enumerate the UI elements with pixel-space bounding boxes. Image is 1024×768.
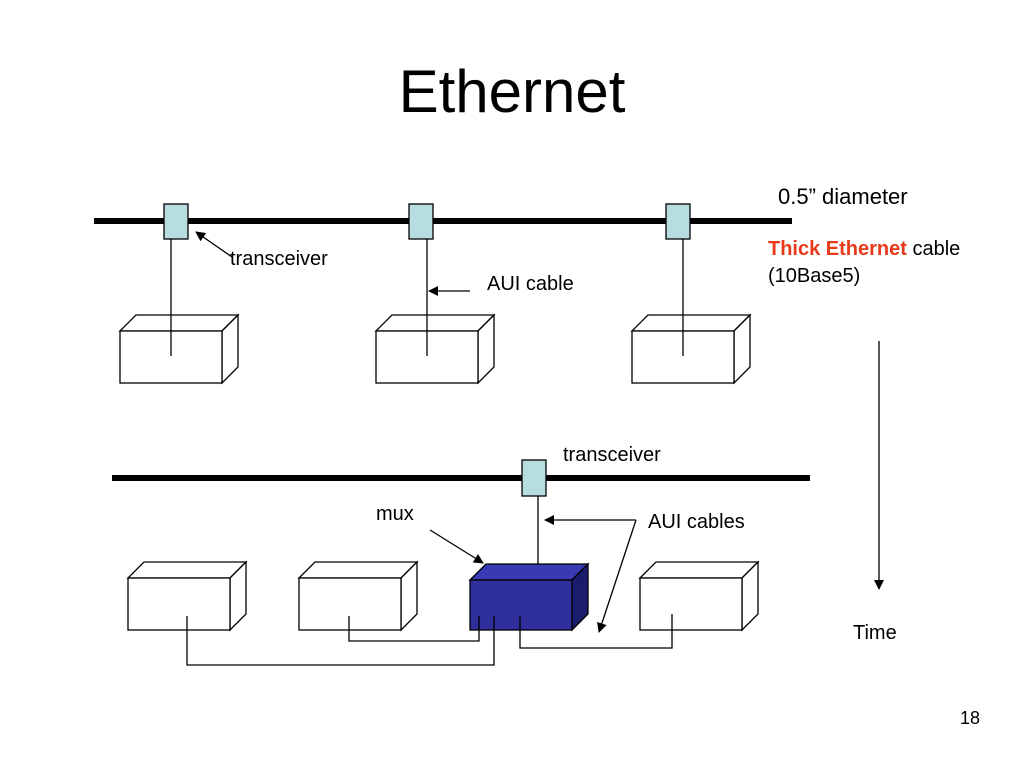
aui-cables-arrow xyxy=(597,519,637,633)
aui-cable-line xyxy=(186,616,495,666)
cable-type-line2: (10Base5) xyxy=(768,265,860,287)
workstation-box xyxy=(118,313,240,385)
page-number: 18 xyxy=(959,708,980,728)
transceiver-arrow xyxy=(195,231,233,258)
workstation-box xyxy=(374,313,496,385)
aui-cable-line xyxy=(348,616,480,642)
transceiver xyxy=(408,203,434,240)
cable-type-suffix: cable xyxy=(907,238,960,260)
aui-cable-line xyxy=(519,614,673,649)
cable-type-label: Thick Ethernet cable xyxy=(768,238,960,260)
aui-cables-label: AUI cables xyxy=(648,511,745,533)
transceiver-label: transceiver xyxy=(230,248,328,270)
cable-type-highlight: Thick Ethernet xyxy=(768,238,907,260)
transceiver xyxy=(521,459,547,497)
workstation-box xyxy=(630,313,752,385)
mux-box xyxy=(468,562,590,632)
mux-arrow xyxy=(429,529,484,564)
workstation-box xyxy=(297,560,419,632)
workstation-box xyxy=(126,560,248,632)
diameter-label: 0.5” diameter xyxy=(778,184,908,209)
transceiver xyxy=(163,203,189,240)
time-label: Time xyxy=(853,622,897,644)
transceiver xyxy=(665,203,691,240)
transceiver-label: transceiver xyxy=(563,444,661,466)
mux-label: mux xyxy=(376,503,414,525)
slide-title: Ethernet xyxy=(398,58,626,125)
aui-cable-label: AUI cable xyxy=(487,273,574,295)
workstation-box xyxy=(638,560,760,632)
